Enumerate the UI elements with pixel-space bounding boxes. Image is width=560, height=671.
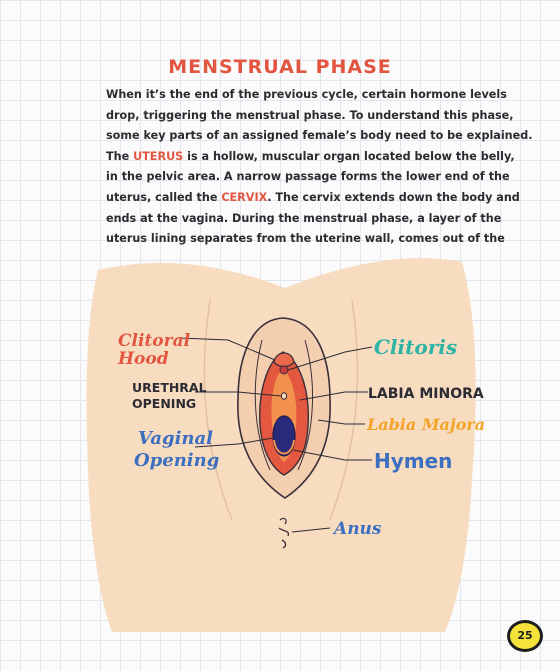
page-title: MENSTRUAL PHASE [168, 56, 392, 78]
leader-vaginal-opening [194, 437, 274, 448]
label-anus: Anus [332, 519, 382, 539]
page-number-badge: 25 [507, 620, 543, 652]
clitoris-shape [279, 365, 289, 375]
leader-anus [291, 527, 331, 533]
label-clitoral-hood: Clitoral Hood [117, 331, 196, 369]
text-line-5: in the pelvic area. A narrow passage for… [106, 170, 510, 184]
label-urethral-opening: URETHRAL OPENING [132, 380, 211, 411]
text-line-8: uterus lining separates from the uterine… [106, 232, 505, 246]
text-line-4: The UTERUS is a hollow, muscular organ l… [106, 149, 515, 163]
term-uterus: UTERUS [133, 149, 184, 163]
hymen-shape [273, 439, 295, 455]
label-labia-minora: LABIA MINORA [368, 386, 484, 402]
label-hymen: Hymen [374, 449, 452, 473]
text-line-1: When it’s the end of the previous cycle,… [106, 88, 507, 101]
text-line-2: drop, triggering the menstrual phase. To… [106, 108, 514, 122]
text-line-3: some key parts of an assigned female’s b… [106, 129, 533, 143]
leader-labia-minora [299, 391, 368, 401]
clitoral-hood-shape [273, 352, 295, 368]
leader-clitoris [287, 346, 373, 371]
crease-left [203, 299, 233, 521]
label-clitoris: Clitoris [374, 335, 457, 359]
text-line-7: ends at the vagina. During the menstrual… [106, 211, 502, 225]
term-cervix: CERVIX [221, 190, 268, 204]
leader-urethral-opening [195, 391, 282, 397]
leader-clitoral-hood [179, 337, 276, 361]
anus-shape [278, 517, 290, 549]
body-paragraph: When it’s the end of the previous cycle,… [106, 85, 533, 250]
label-vaginal-opening: Vaginal Opening [134, 428, 219, 471]
label-labia-majora: Labia Majora [366, 415, 485, 434]
crease-right [329, 299, 359, 521]
vaginal-opening-shape [272, 415, 296, 457]
leader-hymen [292, 449, 372, 461]
leader-labia-majora [317, 419, 365, 425]
text-line-6: uterus, called the CERVIX. The cervix ex… [106, 190, 520, 204]
urethral-opening-shape [280, 392, 288, 400]
